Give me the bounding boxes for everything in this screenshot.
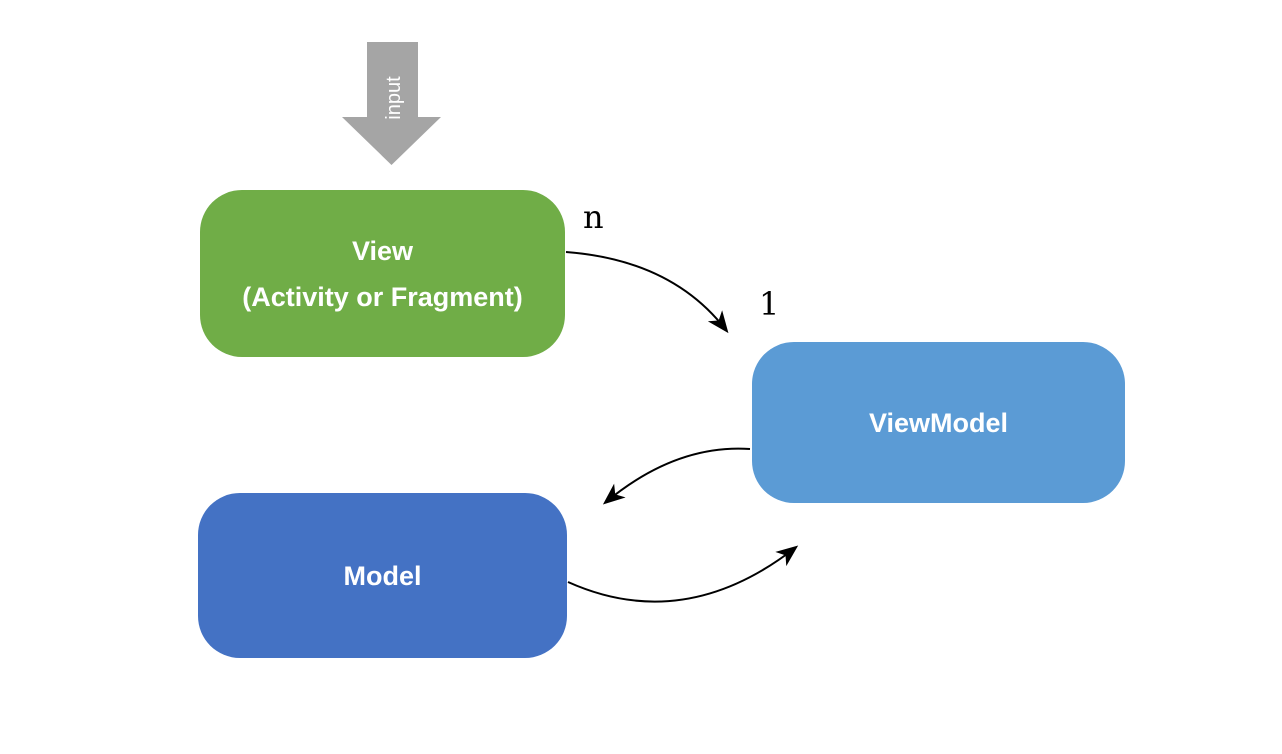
view-node-title: View [351,235,414,266]
view-node-subtitle: (Activity or Fragment) [242,281,523,312]
connector-view-to-viewmodel [565,251,729,334]
connector-model-to-viewmodel [567,545,799,603]
model-node-title: Model [343,560,422,591]
viewmodel-node-title: ViewModel [868,407,1009,438]
multiplicity-label-n: n [583,198,604,236]
multiplicity-label-one: 1 [759,285,780,323]
view-node: View (Activity or Fragment) [200,190,565,357]
connector-viewmodel-to-model [602,447,751,505]
viewmodel-node: ViewModel [752,342,1125,503]
input-block-arrow-icon [342,42,441,165]
model-node: Model [198,493,567,658]
input-arrow-label: input [383,76,405,120]
